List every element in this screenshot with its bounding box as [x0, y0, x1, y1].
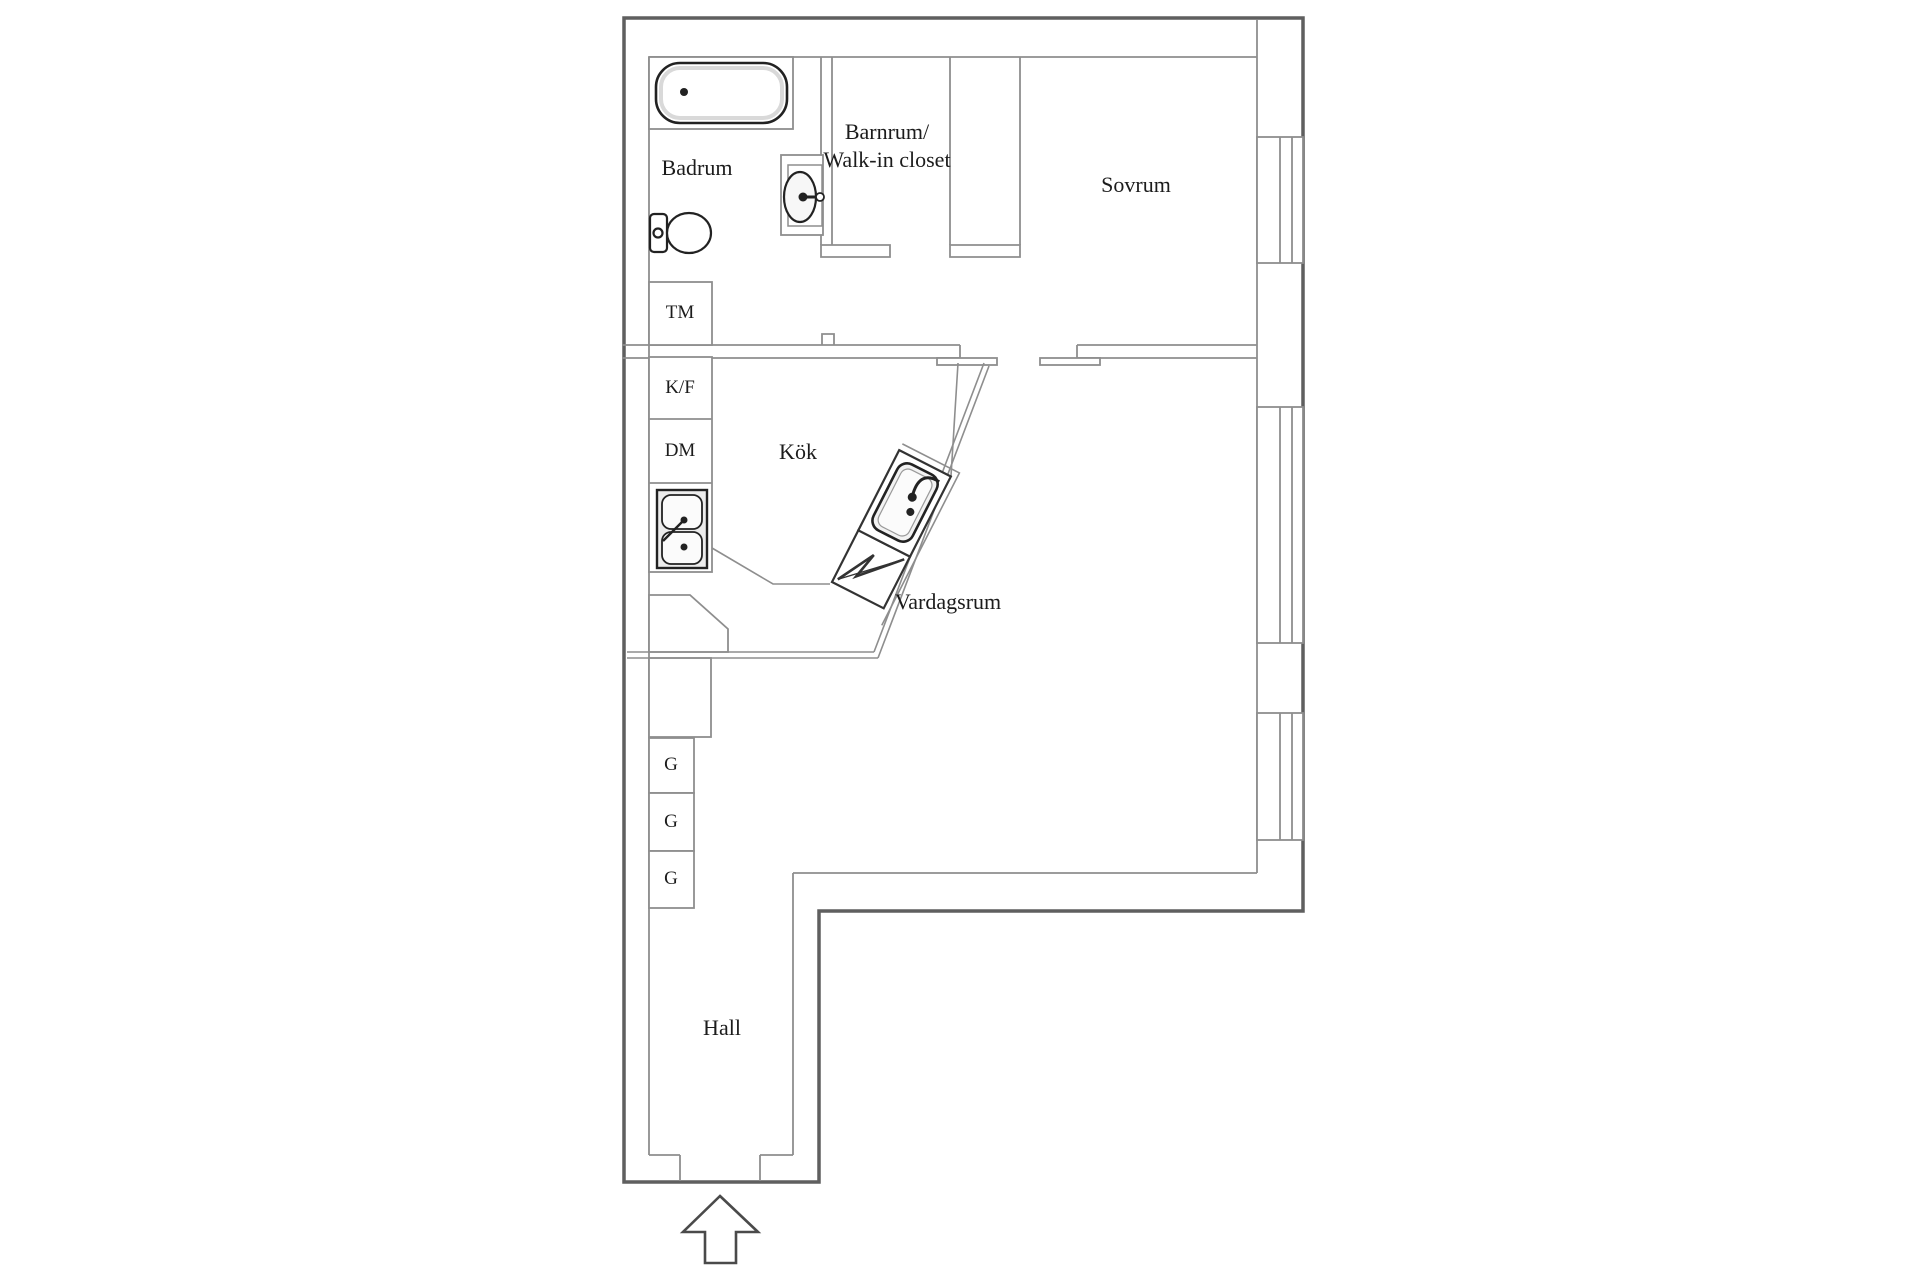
- island-sink: [856, 448, 953, 559]
- washing-machine-box: [648, 281, 713, 346]
- room-label-barnrum: Barnrum/ Walk-in closet: [823, 118, 950, 174]
- window-vardagsrum-lower: [1256, 712, 1304, 841]
- wardrobe-label-g3: G: [664, 868, 678, 889]
- toilet: [648, 211, 713, 255]
- hall-cabinet: [648, 657, 712, 738]
- room-label-hall: Hall: [703, 1015, 741, 1040]
- room-label-barnrum-line2: Walk-in closet: [823, 147, 951, 172]
- sliding-door-panels: [936, 357, 1101, 366]
- room-label-kok: Kök: [779, 439, 817, 464]
- wardrobe-3: [648, 850, 695, 909]
- wardrobe-label-g1: G: [664, 754, 678, 775]
- bathtub-drain: [680, 88, 688, 96]
- entrance-arrow-icon: [679, 1194, 762, 1265]
- room-label-sovrum: Sovrum: [1101, 172, 1171, 197]
- appliance-label-tm: TM: [665, 302, 695, 323]
- room-label-barnrum-line1: Barnrum/: [844, 119, 930, 144]
- bathtub: [648, 56, 794, 130]
- room-label-vardagsrum: Vardagsrum: [894, 589, 1002, 614]
- stove: [830, 528, 912, 610]
- stove-zigzag-icon: [837, 553, 905, 581]
- windows: [1256, 136, 1304, 841]
- wardrobe-label-g2: G: [664, 811, 678, 832]
- window-sovrum: [1256, 136, 1304, 264]
- room-label-badrum: Badrum: [661, 155, 733, 180]
- appliance-label-kf: K/F: [665, 377, 695, 398]
- corner-cabinet: [648, 594, 729, 653]
- partition-walls: [622, 57, 1257, 359]
- island-counter: [830, 443, 961, 626]
- kitchen-sink: [655, 488, 709, 570]
- bathroom-sink: [780, 154, 825, 236]
- kitchen-floor-boundary: [627, 362, 990, 659]
- window-vardagsrum-upper: [1256, 406, 1304, 644]
- appliance-boxes: [648, 281, 729, 909]
- appliance-label-dm: DM: [664, 440, 696, 461]
- exterior-walls: [622, 16, 1305, 1184]
